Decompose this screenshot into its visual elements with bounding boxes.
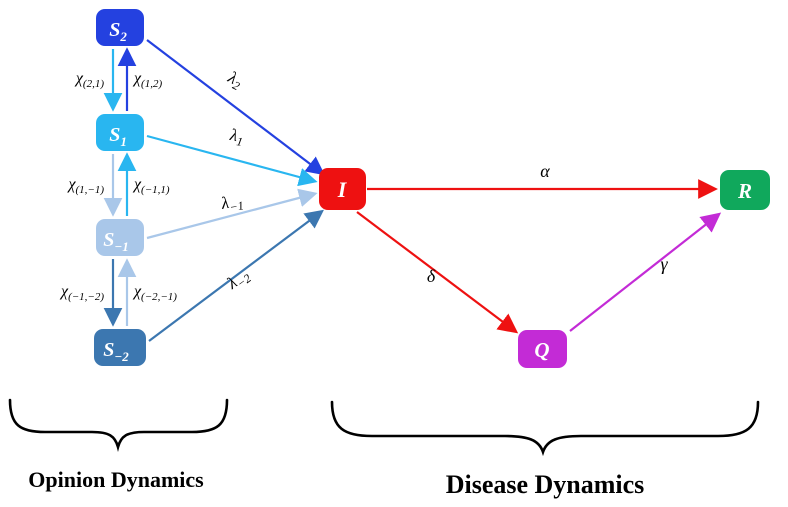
section-annotations: Opinion Dynamics Disease Dynamics (8, 398, 760, 499)
label-chi-m2-m1: χ(−2,−1) (132, 283, 177, 303)
edge-lambda-2 (146, 39, 325, 176)
label-chi-1-2: χ(1,2) (132, 70, 162, 90)
edge-labels: χ(2,1) χ(1,2) χ(1,−1) χ(−1,1) χ(−1,−2) χ… (59, 67, 668, 303)
nodes: S2 S1 S−1 S−2 I Q R (94, 9, 770, 368)
node-recovered-label: R (737, 179, 752, 203)
label-lambda-m2: λ−2 (223, 265, 254, 296)
disease-brace (330, 400, 760, 457)
label-lambda-2: λ2 (223, 67, 246, 93)
node-sm1-label: S−1 (103, 229, 129, 254)
label-alpha: α (540, 161, 550, 181)
node-s1-label: S1 (109, 124, 127, 149)
node-s2-label: S2 (109, 19, 127, 44)
node-sm2-label: S−2 (103, 339, 129, 364)
label-delta: δ (427, 266, 436, 286)
disease-section-title: Disease Dynamics (446, 470, 645, 499)
label-chi-m1-m2: χ(−1,−2) (59, 283, 104, 303)
label-gamma: γ (660, 254, 668, 274)
label-chi-m1-1: χ(−1,1) (132, 176, 170, 196)
node-quarantine (518, 330, 567, 368)
node-recovered (720, 170, 770, 210)
edge-lambda-m2 (148, 209, 324, 342)
label-lambda-1: λ1 (227, 125, 245, 149)
edge-delta (356, 211, 519, 334)
node-sm2 (94, 329, 146, 366)
label-chi-1-m1: χ(1,−1) (66, 176, 104, 196)
infection-arrows (146, 39, 325, 342)
disease-arrows (356, 179, 722, 334)
node-infected-label: I (337, 177, 348, 202)
node-quarantine-label: Q (534, 338, 549, 362)
node-sm1 (96, 219, 144, 256)
node-infected (319, 168, 366, 210)
opinion-transition-arrows (103, 47, 137, 327)
node-s2 (96, 9, 144, 46)
opinion-section-title: Opinion Dynamics (28, 467, 204, 492)
edge-lambda-m1 (146, 188, 318, 240)
opinion-brace (8, 398, 229, 452)
edge-gamma (569, 212, 722, 332)
label-lambda-m1: λ−1 (219, 190, 245, 216)
label-chi-2-1: χ(2,1) (74, 70, 104, 90)
edge-lambda-1 (146, 134, 318, 187)
node-s1 (96, 114, 144, 151)
